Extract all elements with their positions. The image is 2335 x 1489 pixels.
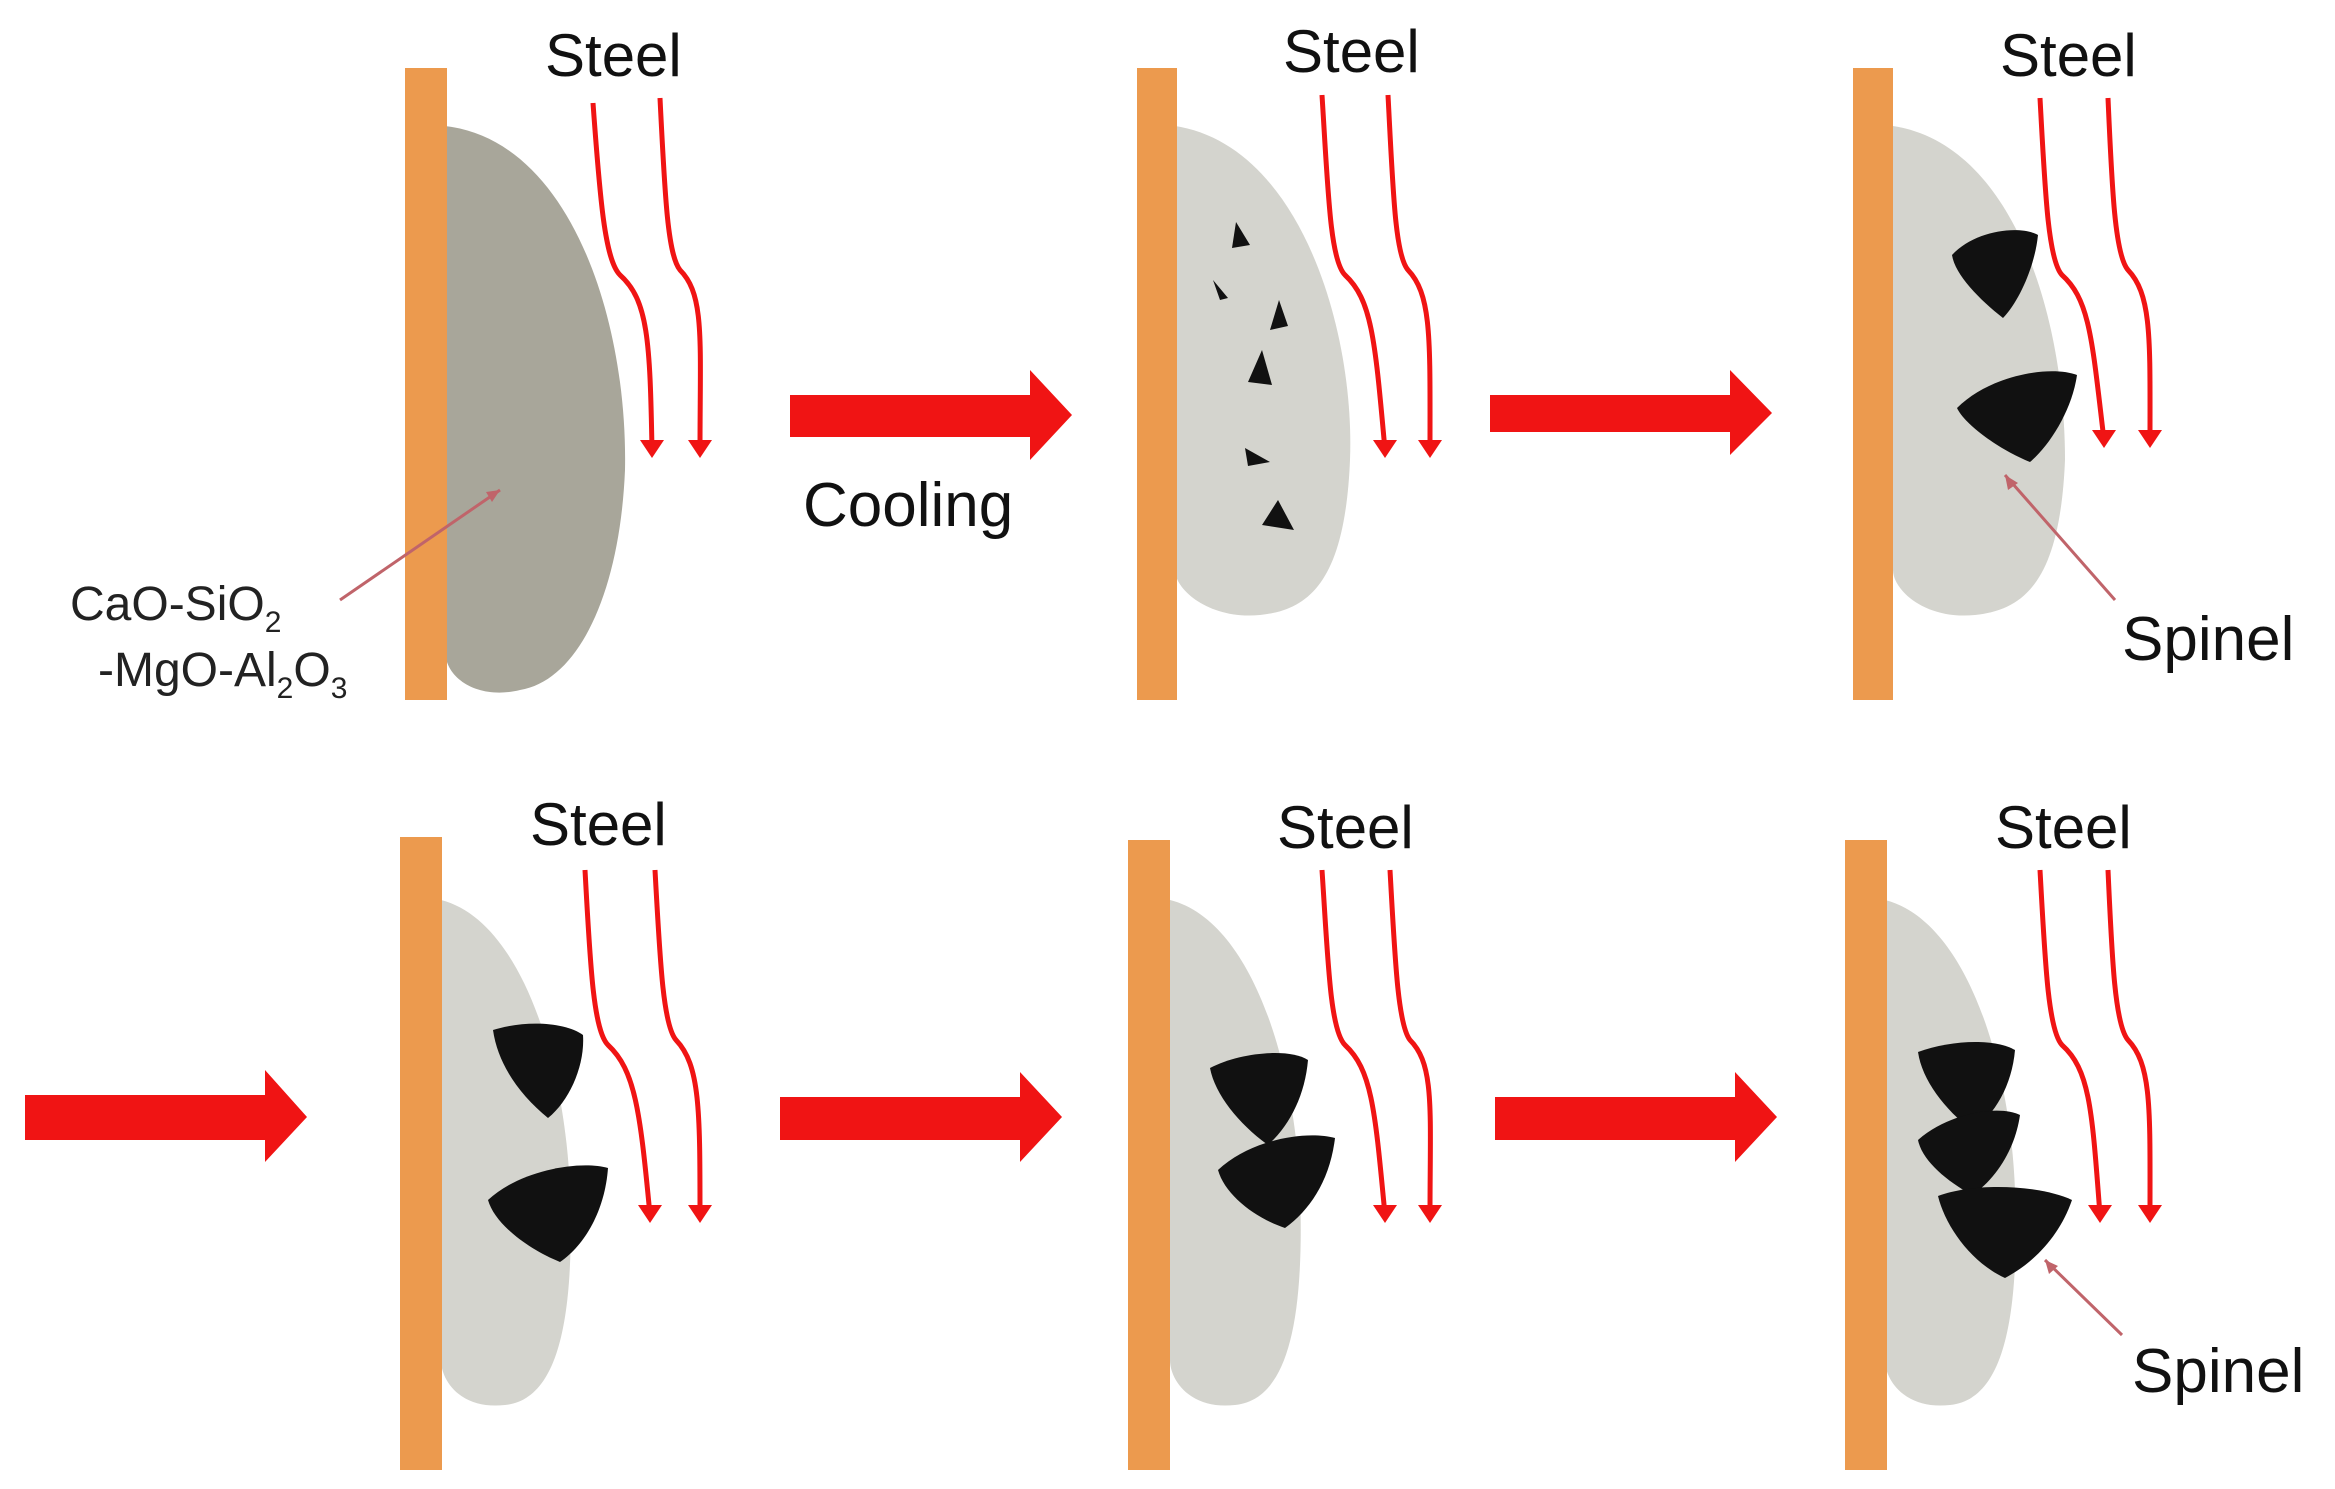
nozzle-wall xyxy=(400,837,442,1470)
steel-label: Steel xyxy=(1283,18,1420,85)
steel-label: Steel xyxy=(2000,22,2137,89)
process-arrow-cooling: Cooling xyxy=(790,370,1072,540)
steel-label: Steel xyxy=(1995,794,2132,861)
panel-1-molten-slag: Steel CaO-SiO2 -MgO-Al2O3 xyxy=(70,22,712,705)
panel-4-spinel-approach: Steel xyxy=(400,791,712,1470)
spinel-label: Spinel xyxy=(2132,1337,2304,1406)
steel-flow-arrows xyxy=(582,869,703,1216)
steel-label: Steel xyxy=(545,22,682,89)
spinel-particles xyxy=(1952,230,2077,462)
spinel-particles xyxy=(488,1023,608,1262)
nozzle-wall xyxy=(1845,840,1887,1470)
spinel-pointer xyxy=(2043,1258,2124,1337)
slag-inclusion-cooled xyxy=(441,900,571,1406)
steel-flow-arrows xyxy=(1319,869,1433,1216)
cooling-label: Cooling xyxy=(803,471,1013,540)
spinel-pointer xyxy=(2003,474,2117,601)
spinel-nuclei xyxy=(1213,222,1294,530)
slag-inclusion-cooled xyxy=(1893,126,2065,616)
process-arrow-2 xyxy=(1490,370,1772,455)
spinel-particles xyxy=(1210,1053,1335,1228)
spinel-cluster xyxy=(1918,1041,2072,1278)
slag-composition-label: CaO-SiO2 xyxy=(70,578,281,639)
spinel-label: Spinel xyxy=(2122,605,2294,674)
process-arrow-4 xyxy=(780,1072,1062,1162)
slag-inclusion-molten xyxy=(445,126,626,693)
panel-5-spinel-contact: Steel xyxy=(1128,794,1442,1470)
nozzle-wall xyxy=(405,68,447,700)
panel-2-nucleation: Steel xyxy=(1137,18,1442,700)
slag-inclusion-cooled xyxy=(1170,900,1301,1406)
nozzle-wall xyxy=(1128,840,1170,1470)
process-arrow-3 xyxy=(25,1070,307,1162)
panel-3-spinel-growth: Steel Spinel xyxy=(1853,22,2294,700)
steel-flow-arrows xyxy=(2037,869,2153,1216)
slag-composition-label-2: -MgO-Al2O3 xyxy=(98,644,347,705)
steel-flow-arrows xyxy=(2037,97,2153,441)
steel-flow-arrows xyxy=(1319,94,1433,451)
process-arrow-5 xyxy=(1495,1072,1777,1162)
steel-label: Steel xyxy=(530,791,667,858)
steel-flow-arrows xyxy=(590,97,703,451)
nozzle-wall xyxy=(1853,68,1893,700)
panel-6-spinel-cluster: Steel Spinel xyxy=(1845,794,2304,1470)
slag-pointer xyxy=(339,488,501,602)
steel-label: Steel xyxy=(1277,794,1414,861)
nozzle-wall xyxy=(1137,68,1177,700)
